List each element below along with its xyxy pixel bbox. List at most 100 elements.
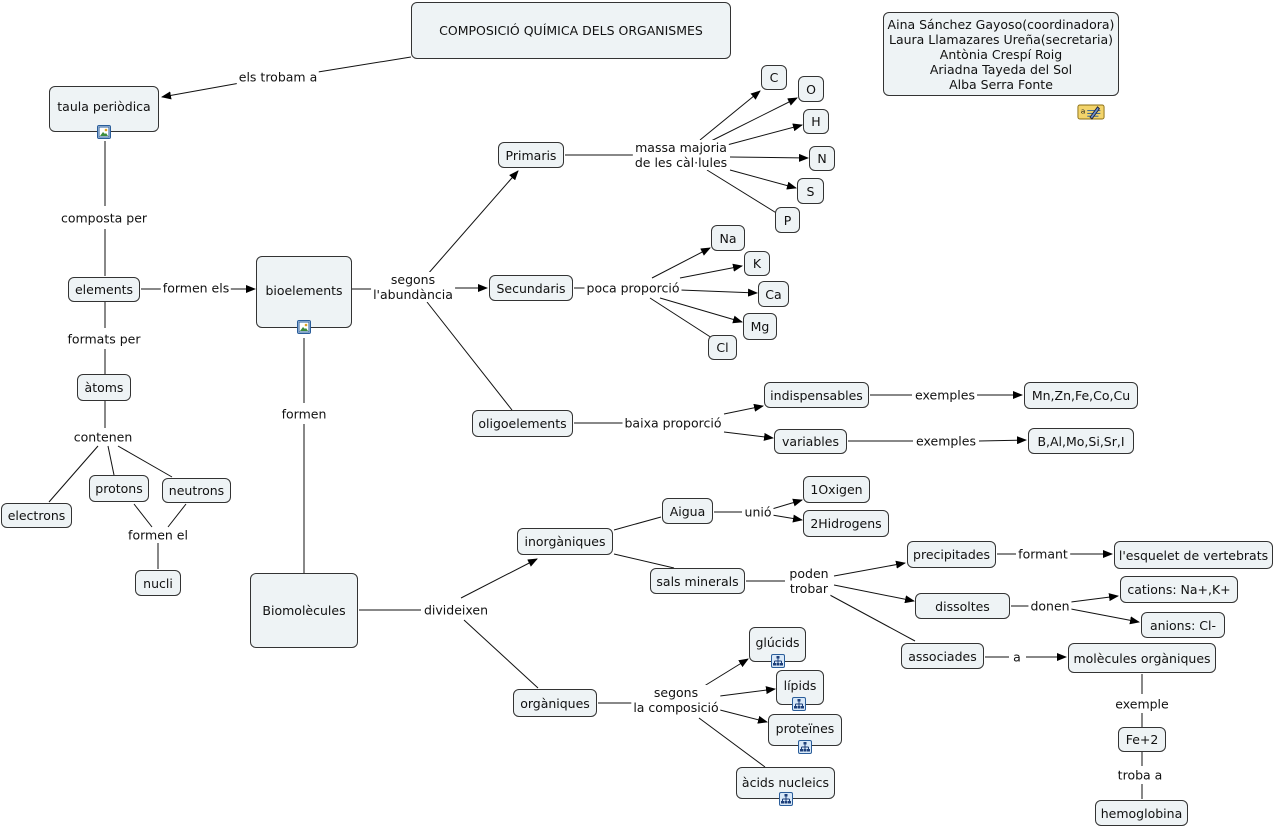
submap-icon[interactable] <box>792 697 806 711</box>
concept-1oxigen[interactable]: 1Oxigen <box>803 476 870 503</box>
concept-dissoltes[interactable]: dissoltes <box>915 593 1010 619</box>
concept-label: taula periòdica <box>57 99 151 114</box>
concept-atoms[interactable]: àtoms <box>77 374 131 401</box>
concept-bioelements[interactable]: bioelements <box>256 256 352 328</box>
concept-cations[interactable]: cations: Na+,K+ <box>1120 576 1238 603</box>
concept-indispensables[interactable]: indispensables <box>764 382 869 408</box>
concept-precipitades[interactable]: precipitades <box>907 541 996 568</box>
concept-inorganiques[interactable]: inorgàniques <box>517 528 613 555</box>
concept-label: oligoelements <box>478 416 567 431</box>
concept-n[interactable]: N <box>809 146 835 171</box>
concept-label: inorgàniques <box>524 534 606 549</box>
link-contenen[interactable]: contenen <box>71 429 135 445</box>
link-els-trobam-a[interactable]: els trobam a <box>236 69 320 85</box>
concept-label: Aigua <box>669 503 706 519</box>
link-formant[interactable]: formant <box>1016 546 1070 562</box>
link-formen-els[interactable]: formen els <box>160 280 232 296</box>
concept-secundaris[interactable]: Secundaris <box>489 275 573 301</box>
link-line: l'abundància <box>373 287 453 302</box>
map-title[interactable]: COMPOSICIÓ QUÍMICA DELS ORGANISMES <box>411 2 731 59</box>
link-formats-per[interactable]: formats per <box>65 331 143 347</box>
concept-k[interactable]: K <box>744 251 770 276</box>
concept-protons[interactable]: protons <box>89 475 149 502</box>
concept-label: lípids <box>783 678 817 693</box>
link-poca-proporcio[interactable]: poca proporció <box>584 280 682 296</box>
concept-esquelet[interactable]: l'esquelet de vertebrats <box>1114 541 1273 569</box>
concept-sals-minerals[interactable]: sals minerals <box>650 568 745 594</box>
text-note-icon[interactable]: a <box>1077 103 1105 121</box>
concept-organiques[interactable]: orgàniques <box>513 689 597 717</box>
concept-label: S <box>806 183 815 199</box>
concept-anions[interactable]: anions: Cl- <box>1141 612 1225 638</box>
link-exemple[interactable]: exemple <box>1113 696 1171 712</box>
concept-p[interactable]: P <box>775 207 800 233</box>
concept-label: Mg <box>750 319 770 334</box>
concept-label: elements <box>74 282 134 297</box>
concept-balmosisri[interactable]: B,Al,Mo,Si,Sr,I <box>1028 428 1134 454</box>
image-icon[interactable] <box>97 125 111 139</box>
concept-label: P <box>783 212 792 228</box>
concept-aigua[interactable]: Aigua <box>662 498 713 524</box>
concept-neutrons[interactable]: neutrons <box>162 478 231 503</box>
concept-2hidrogens[interactable]: 2Hidrogens <box>803 510 889 537</box>
concept-o[interactable]: O <box>798 76 824 102</box>
concept-electrons[interactable]: electrons <box>1 503 72 528</box>
concept-ca[interactable]: Ca <box>758 281 789 307</box>
authors-box[interactable]: Aina Sánchez Gayoso(coordinadora) Laura … <box>883 12 1119 96</box>
link-line: massa majoria <box>635 140 727 155</box>
submap-icon[interactable] <box>798 740 812 754</box>
concept-biomolecules[interactable]: Biomolècules <box>250 573 358 648</box>
image-icon[interactable] <box>297 320 311 334</box>
concept-label: Primaris <box>505 147 557 163</box>
author-5: Alba Serra Fonte <box>949 77 1053 92</box>
link-troba-a[interactable]: troba a <box>1115 767 1165 783</box>
submap-icon[interactable] <box>779 792 793 806</box>
link-massa-majoria[interactable]: massa majoria de les càl·lules <box>632 140 730 170</box>
concept-taula-periodica[interactable]: taula periòdica <box>49 86 159 132</box>
concept-nucli[interactable]: nucli <box>135 570 181 596</box>
link-segons-composicio[interactable]: segons la composició <box>631 685 721 715</box>
concept-label: Secundaris <box>496 280 566 296</box>
concept-label: B,Al,Mo,Si,Sr,I <box>1037 433 1125 449</box>
concept-hemoglobina[interactable]: hemoglobina <box>1095 800 1188 826</box>
link-poden-trobar[interactable]: poden trobar <box>787 566 831 596</box>
link-unio[interactable]: unió <box>742 504 774 520</box>
concept-label: àtoms <box>84 380 124 395</box>
concept-label: dissoltes <box>935 598 990 614</box>
concept-mg[interactable]: Mg <box>743 313 777 340</box>
concept-elements[interactable]: elements <box>68 277 140 302</box>
map-title-text: COMPOSICIÓ QUÍMICA DELS ORGANISMES <box>439 23 703 38</box>
link-baixa-proporcio[interactable]: baixa proporció <box>622 415 724 431</box>
concept-s[interactable]: S <box>797 178 824 204</box>
concept-associades[interactable]: associades <box>901 643 984 669</box>
link-exemples-1[interactable]: exemples <box>913 387 977 403</box>
concept-primaris[interactable]: Primaris <box>498 142 564 168</box>
concept-c[interactable]: C <box>761 65 787 90</box>
concept-variables[interactable]: variables <box>774 429 847 454</box>
concept-oligoelements[interactable]: oligoelements <box>472 410 573 437</box>
concept-molecules-organiques[interactable]: molècules orgàniques <box>1068 643 1216 673</box>
concept-label: glúcids <box>755 635 800 650</box>
link-composta-per[interactable]: composta per <box>58 210 150 226</box>
link-divideixen[interactable]: divideixen <box>421 602 491 618</box>
concept-label: anions: Cl- <box>1149 617 1217 633</box>
concept-label: molècules orgàniques <box>1073 650 1211 666</box>
submap-icon[interactable] <box>771 654 785 668</box>
concept-label: precipitades <box>913 547 990 562</box>
link-donen[interactable]: donen <box>1028 598 1072 614</box>
link-segons-abundancia[interactable]: segons l'abundància <box>371 272 455 302</box>
concept-label: O <box>806 81 816 97</box>
concept-label: variables <box>782 434 839 449</box>
link-line: la composició <box>633 700 719 715</box>
link-a[interactable]: a <box>1011 649 1023 665</box>
concept-h[interactable]: H <box>803 109 829 134</box>
concept-label: indispensables <box>770 387 863 403</box>
link-exemples-2[interactable]: exemples <box>914 433 978 449</box>
concept-fe2[interactable]: Fe+2 <box>1118 727 1166 752</box>
concept-cl[interactable]: Cl <box>708 335 737 360</box>
concept-mnznfecocu[interactable]: Mn,Zn,Fe,Co,Cu <box>1024 382 1138 409</box>
link-formen[interactable]: formen <box>279 406 329 422</box>
link-formen-el[interactable]: formen el <box>126 527 190 543</box>
concept-na[interactable]: Na <box>711 225 745 251</box>
